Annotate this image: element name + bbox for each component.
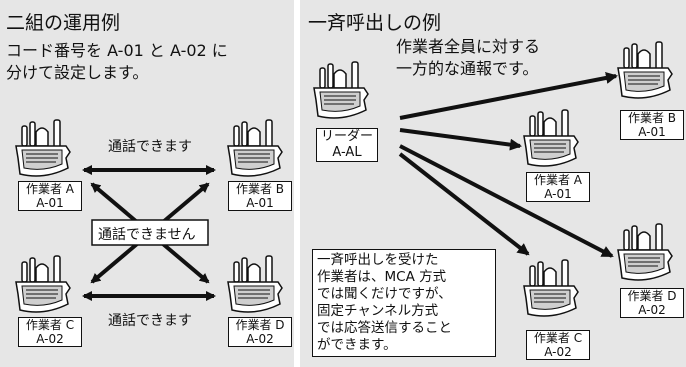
arrow-to-c xyxy=(398,152,530,256)
left-desc-line1: コード番号を A-01 と A-02 に xyxy=(6,41,228,60)
bottom-label: 通話できます xyxy=(108,313,192,329)
note-box: 一斉呼出しを受けた 作業者は、MCA 方式 では聞くだけですが、 固定チャンネル… xyxy=(312,249,496,357)
radio-icon xyxy=(226,254,284,316)
arrow-to-d xyxy=(399,144,614,258)
arrow-to-b xyxy=(399,72,618,120)
left-desc-line2: 分けて設定します。 xyxy=(6,63,149,82)
left-panel: 二組の運用例 コード番号を A-01 と A-02 に 分けて設定します。 通話… xyxy=(0,0,294,367)
radio-icon xyxy=(616,40,674,102)
top-label: 通話できます xyxy=(108,139,192,155)
right-desc-line1: 作業者全員に対する xyxy=(396,37,541,56)
left-panel-title: 二組の運用例 xyxy=(6,12,121,34)
right-desc-line2: 一方的な通報です。 xyxy=(396,59,539,78)
radio-icon xyxy=(14,254,72,316)
right-arrows xyxy=(398,72,618,258)
middle-label: 通話できません xyxy=(98,227,196,243)
radio-icon xyxy=(522,258,580,320)
radio-icon xyxy=(522,108,580,170)
radio-icon xyxy=(312,60,370,122)
arrow-to-a xyxy=(399,128,522,151)
radio-icon xyxy=(616,222,674,284)
radio-icon xyxy=(226,118,284,180)
radio-icon xyxy=(14,118,72,180)
left-arrows xyxy=(82,165,216,301)
right-panel-title: 一斉呼出しの例 xyxy=(308,12,442,34)
